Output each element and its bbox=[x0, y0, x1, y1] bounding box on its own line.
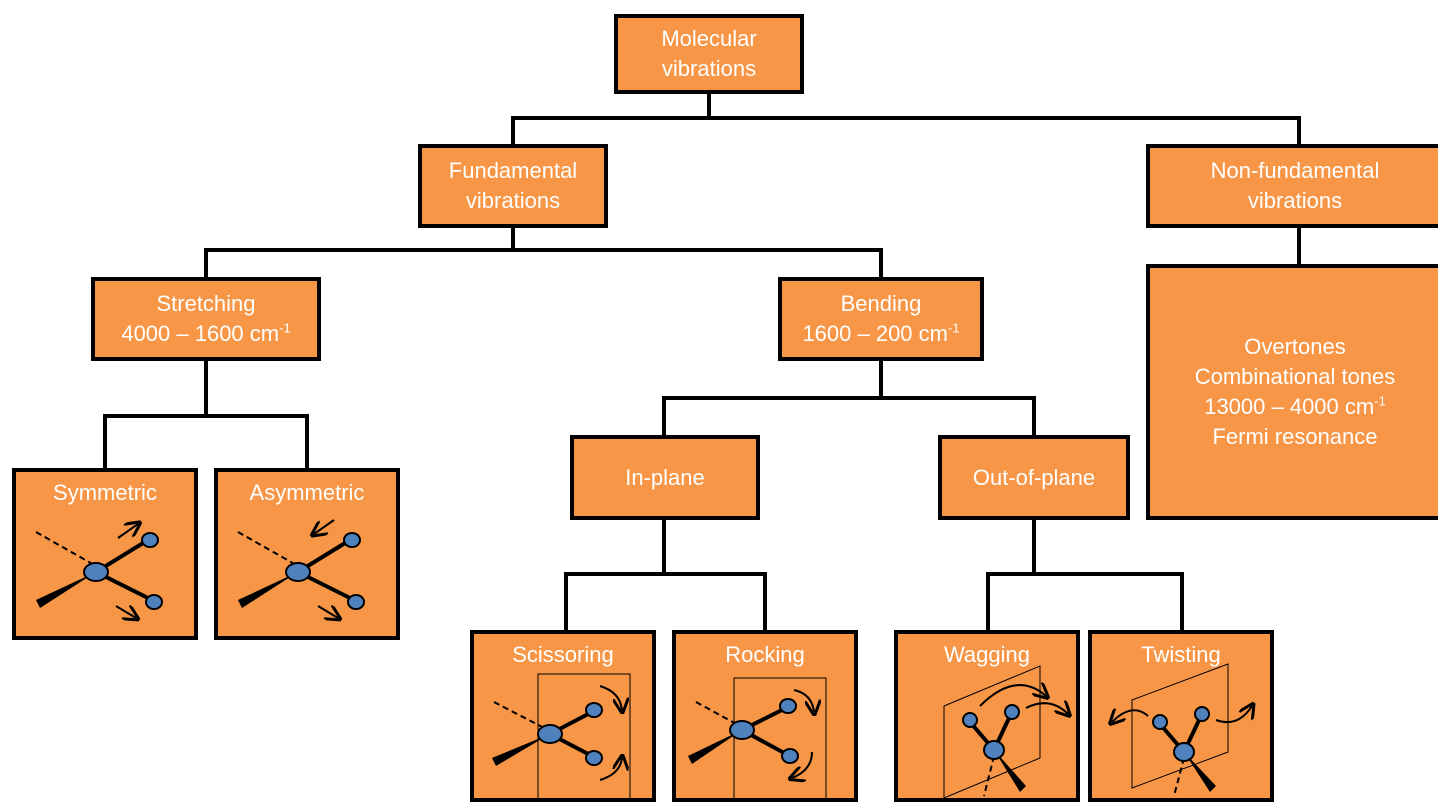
overtones-text: Overtones bbox=[1244, 334, 1346, 359]
molecular-vibrations-box: Molecular vibrations bbox=[614, 14, 804, 94]
in-plane-box: In-plane bbox=[570, 435, 760, 520]
out-of-plane-box: Out-of-plane bbox=[938, 435, 1130, 520]
non-fundamental-line1: Non-fundamental bbox=[1210, 158, 1380, 183]
fundamental-line2: vibrations bbox=[465, 188, 561, 213]
bending-range: 1600 – 200 cm-1 bbox=[802, 320, 960, 346]
scissoring-icon bbox=[492, 673, 631, 798]
symmetric-stretch-icon bbox=[35, 472, 163, 636]
wagging-box: Wagging bbox=[894, 630, 1080, 802]
scissoring-box: Scissoring bbox=[470, 630, 656, 802]
scissoring-label: Scissoring bbox=[512, 642, 614, 667]
stretching-range: 4000 – 1600 cm-1 bbox=[121, 320, 291, 346]
twisting-label: Twisting bbox=[1141, 642, 1221, 667]
wagging-label: Wagging bbox=[943, 642, 1030, 667]
fermi-resonance-text: Fermi resonance bbox=[1212, 424, 1378, 449]
wagging-icon bbox=[943, 665, 1076, 798]
twisting-box: Twisting bbox=[1088, 630, 1274, 802]
combinational-tones-text: Combinational tones bbox=[1194, 364, 1396, 389]
in-plane-label: In-plane bbox=[625, 464, 705, 490]
asymmetric-stretch-icon bbox=[237, 519, 365, 636]
connector-out-of-plane bbox=[986, 516, 1184, 634]
bending-title: Bending bbox=[840, 291, 922, 316]
connector-fundamental bbox=[204, 224, 883, 281]
root-line2: vibrations bbox=[661, 56, 757, 81]
rocking-label: Rocking bbox=[725, 642, 805, 667]
rocking-icon bbox=[688, 677, 827, 798]
asymmetric-box: Asymmetric bbox=[214, 468, 400, 640]
symmetric-box: Symmetric bbox=[12, 468, 198, 640]
connector-bending bbox=[662, 357, 1036, 439]
non-fundamental-detail-box: Overtones Combinational tones 13000 – 40… bbox=[1146, 264, 1438, 520]
stretching-box: Stretching 4000 – 1600 cm-1 bbox=[91, 277, 321, 361]
twisting-icon bbox=[1092, 663, 1270, 797]
rocking-box: Rocking bbox=[672, 630, 858, 802]
connector-stretching bbox=[103, 357, 309, 472]
symmetric-label: Symmetric bbox=[53, 480, 157, 505]
non-fundamental-vibrations-box: Non-fundamental vibrations bbox=[1146, 144, 1438, 228]
connector-root bbox=[511, 90, 1301, 148]
root-line1: Molecular bbox=[661, 26, 757, 51]
bending-box: Bending 1600 – 200 cm-1 bbox=[778, 277, 984, 361]
asymmetric-label: Asymmetric bbox=[249, 480, 365, 505]
non-fundamental-range: 13000 – 4000 cm-1 bbox=[1204, 393, 1386, 419]
fundamental-line1: Fundamental bbox=[448, 158, 578, 183]
out-of-plane-label: Out-of-plane bbox=[972, 464, 1096, 490]
fundamental-vibrations-box: Fundamental vibrations bbox=[418, 144, 608, 228]
non-fundamental-line2: vibrations bbox=[1247, 188, 1343, 213]
stretching-title: Stretching bbox=[156, 291, 256, 316]
connector-in-plane bbox=[564, 516, 767, 634]
